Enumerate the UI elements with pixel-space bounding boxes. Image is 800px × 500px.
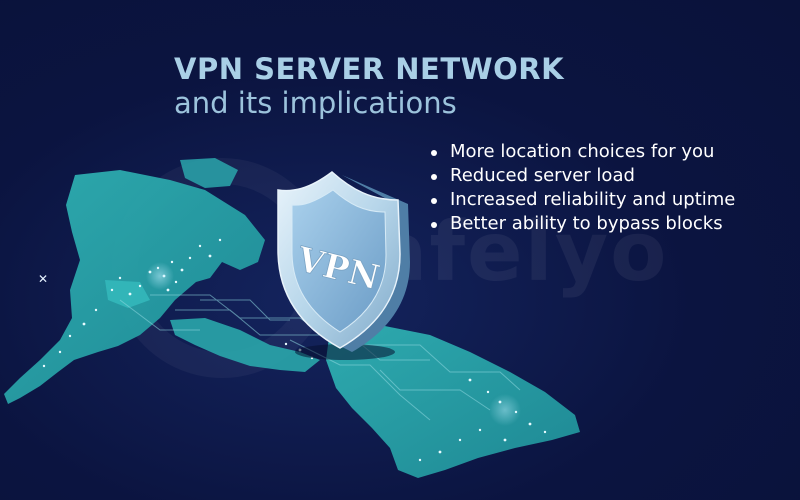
list-item-label: Reduced server load [450, 165, 635, 186]
bullet-icon [431, 222, 437, 228]
list-item-label: Better ability to bypass blocks [450, 213, 723, 234]
benefits-list: More location choices for you Reduced se… [428, 140, 735, 236]
title-block: VPN SERVER NETWORK and its implications [174, 52, 564, 120]
bullet-icon [431, 198, 437, 204]
page-subtitle: and its implications [174, 86, 457, 120]
south-america-shape [326, 325, 580, 478]
bullet-icon [431, 150, 437, 156]
central-america-shape [170, 318, 320, 372]
page-title: VPN SERVER NETWORK [174, 52, 565, 86]
sparkle-icon: ✕ [38, 272, 49, 286]
shield-side [340, 175, 410, 352]
island-shape [105, 280, 150, 308]
list-item: Reduced server load [428, 164, 735, 188]
watermark-text: afelyo [372, 205, 669, 300]
list-item: Better ability to bypass blocks [428, 212, 735, 236]
greenland-shape [180, 158, 238, 188]
shield-inner [291, 189, 387, 333]
list-item-label: Increased reliability and uptime [450, 189, 736, 210]
list-item-label: More location choices for you [450, 141, 715, 162]
bullet-icon [431, 174, 437, 180]
list-item: Increased reliability and uptime [428, 188, 735, 212]
list-item: More location choices for you [428, 140, 735, 164]
